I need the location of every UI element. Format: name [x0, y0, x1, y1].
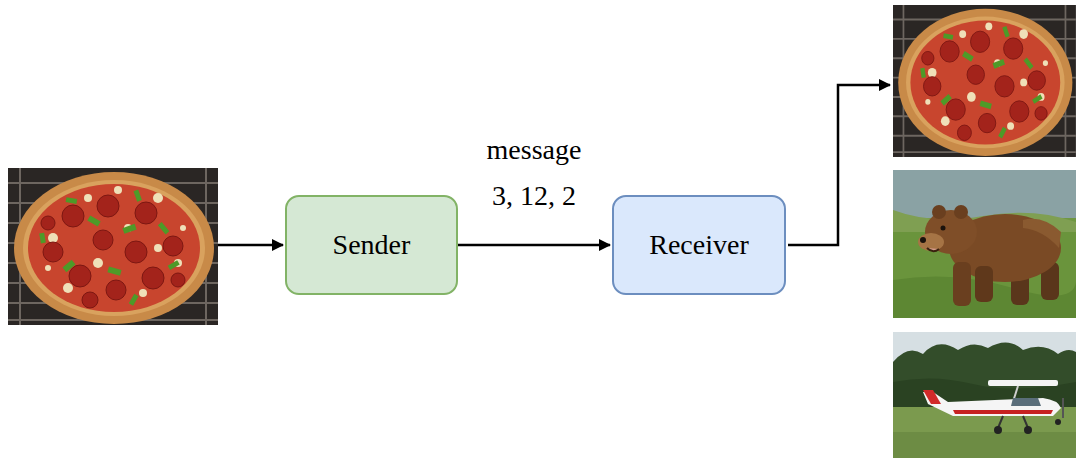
plane-photo	[893, 332, 1076, 458]
plane-photo	[953, 410, 1053, 414]
candidate-image	[893, 5, 1076, 157]
bear-photo	[941, 226, 946, 231]
plane-photo	[893, 332, 1076, 458]
bear-photo	[927, 248, 939, 251]
sender-box: Sender	[285, 195, 458, 295]
plane-photo	[1062, 398, 1064, 418]
node-label: Receiver	[649, 229, 749, 261]
plane-photo	[994, 426, 1002, 434]
message-label: message	[484, 134, 585, 166]
message-value: 3, 12, 2	[489, 180, 579, 212]
bear-photo	[918, 233, 944, 251]
input-arrow	[218, 244, 283, 247]
input-image	[8, 168, 218, 325]
bear-photo	[893, 170, 1076, 318]
bear-photo	[1023, 219, 1061, 248]
plane-photo	[923, 390, 941, 404]
node-label: Sender	[333, 229, 411, 261]
plane-photo	[1011, 398, 1041, 406]
bear-photo	[954, 205, 968, 219]
bear-photo	[975, 266, 993, 302]
output-arrow	[788, 85, 890, 245]
plane-photo	[1055, 419, 1061, 425]
bear-photo	[953, 262, 971, 306]
plane-photo	[1024, 426, 1032, 434]
plane-photo	[923, 392, 1061, 416]
plane-photo	[893, 432, 1076, 458]
bear-photo	[932, 205, 946, 219]
bear-photo	[893, 170, 1076, 218]
plane-photo	[893, 342, 1076, 407]
message-arrow	[458, 244, 610, 247]
receiver-box: Receiver	[612, 195, 786, 295]
bear-photo	[893, 170, 1076, 318]
bear-photo	[920, 237, 926, 243]
plane-photo	[988, 380, 1058, 386]
